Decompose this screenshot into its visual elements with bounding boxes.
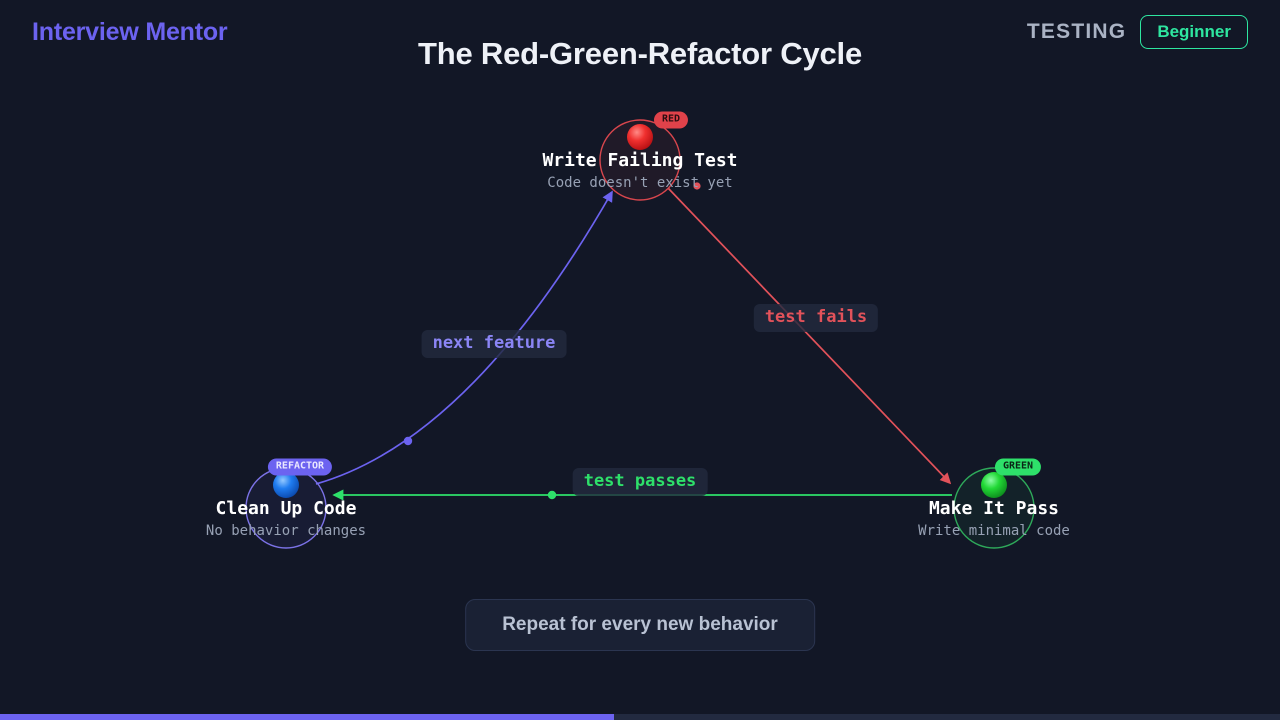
node-green-subtitle: Write minimal code xyxy=(918,523,1070,539)
node-red-subtitle: Code doesn't exist yet xyxy=(547,175,733,191)
node-green-title: Make It Pass xyxy=(928,498,1060,519)
node-green[interactable]: Make It Pass Write minimal code xyxy=(844,498,1144,539)
node-refactor-subtitle: No behavior changes xyxy=(205,523,367,539)
topic-label: TESTING xyxy=(1026,20,1127,43)
node-red-title: Write Failing Test xyxy=(542,150,738,171)
node-ring-green[interactable] xyxy=(953,467,1035,549)
node-badge-green: GREEN xyxy=(994,458,1042,476)
edge-label-test-passes: test passes xyxy=(572,468,708,496)
progress-track[interactable] xyxy=(0,714,1280,720)
node-orb-refactor xyxy=(273,472,299,498)
edge-red-to-green xyxy=(667,187,952,485)
node-orb-red xyxy=(627,124,653,150)
node-refactor[interactable]: Clean Up Code No behavior changes xyxy=(136,498,436,539)
page-title: The Red-Green-Refactor Cycle xyxy=(417,36,863,71)
node-red[interactable]: Write Failing Test Code doesn't exist ye… xyxy=(490,150,790,191)
edge-refactor-to-red xyxy=(315,190,613,485)
edge-label-next-feature: next feature xyxy=(421,330,567,358)
node-badge-refactor: REFACTOR xyxy=(267,458,333,476)
edge-label-test-fails: test fails xyxy=(753,304,879,332)
node-refactor-title: Clean Up Code xyxy=(215,498,357,519)
node-ring-red[interactable] xyxy=(599,119,681,201)
footer-caption: Repeat for every new behavior xyxy=(465,599,815,651)
particle-green xyxy=(547,490,557,500)
node-orb-green xyxy=(981,472,1007,498)
difficulty-badge[interactable]: Beginner xyxy=(1140,15,1248,49)
particle-purple xyxy=(403,436,413,446)
particle-red xyxy=(693,182,701,190)
header-meta: TESTING Beginner xyxy=(1027,15,1248,49)
node-badge-red: RED xyxy=(653,111,689,129)
brand-logo[interactable]: Interview Mentor xyxy=(32,18,228,46)
progress-fill xyxy=(0,714,615,720)
